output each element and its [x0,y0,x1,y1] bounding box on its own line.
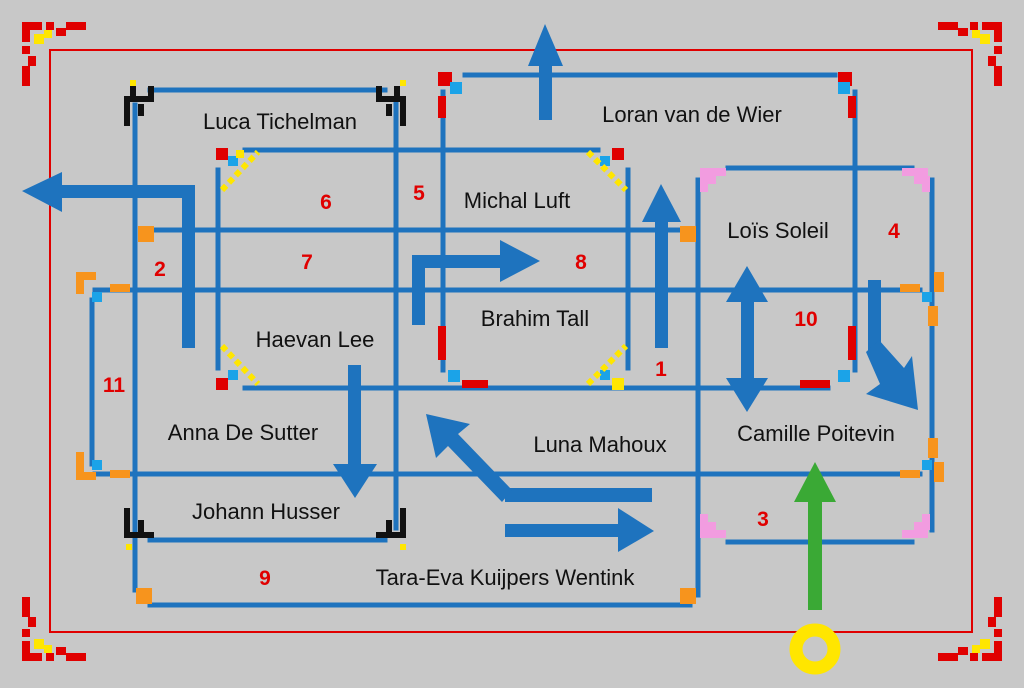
room-label: Johann Husser [192,499,340,524]
room-label: Camille Poitevin [737,421,895,446]
plan-border [49,49,973,633]
border-ornament-top-right [938,22,1002,86]
corner-ornament-icon [124,86,406,538]
arrow-icon [22,172,195,348]
arrow-icon [528,24,563,120]
room-numbers: 6 5 7 8 2 4 10 1 11 3 9 [103,182,900,590]
entrance-arrow [794,462,836,610]
room-number: 5 [413,182,425,205]
room-labels: Luca Tichelman Loran van de Wier Michal … [168,102,895,590]
room-label: Anna De Sutter [168,420,318,445]
room-number: 2 [154,258,166,281]
corner-ornament-icon [216,148,624,390]
room-label: Luna Mahoux [533,432,666,457]
border-ornament-bottom-left [22,597,86,661]
arrows [22,24,918,552]
room-label: Brahim Tall [481,306,589,331]
ring-icon [789,623,841,675]
arrow-icon [505,508,654,552]
corner-ornament-icon [438,72,856,388]
room-corners [76,72,944,604]
room-number: 7 [301,251,313,274]
border-ornament-top-left [22,22,86,86]
arrow-icon [642,184,681,348]
room-number: 3 [757,508,769,531]
room-number: 11 [103,374,126,397]
room-label: Tara-Eva Kuijpers Wentink [376,565,636,590]
room-label: Luca Tichelman [203,109,357,134]
room-label: Haevan Lee [256,327,375,352]
arrow-icon [333,365,377,498]
room-number: 6 [320,191,332,214]
room-label: Loran van de Wier [602,102,782,127]
room-number: 4 [888,220,900,243]
room-label: Loïs Soleil [727,218,829,243]
corner-ornament-icon [76,226,944,604]
room-number: 8 [575,251,587,274]
entrance-marker [789,623,841,675]
arrow-icon [426,414,652,502]
corner-ornament-icon [700,168,930,538]
room-label: Michal Luft [464,188,570,213]
arrow-icon [866,280,918,410]
arrow-icon [412,240,540,325]
room-number: 10 [794,308,817,331]
arrow-icon [726,266,768,412]
room-number: 1 [655,358,667,381]
border-ornament-bottom-right [938,597,1002,661]
room-number: 9 [259,567,271,590]
